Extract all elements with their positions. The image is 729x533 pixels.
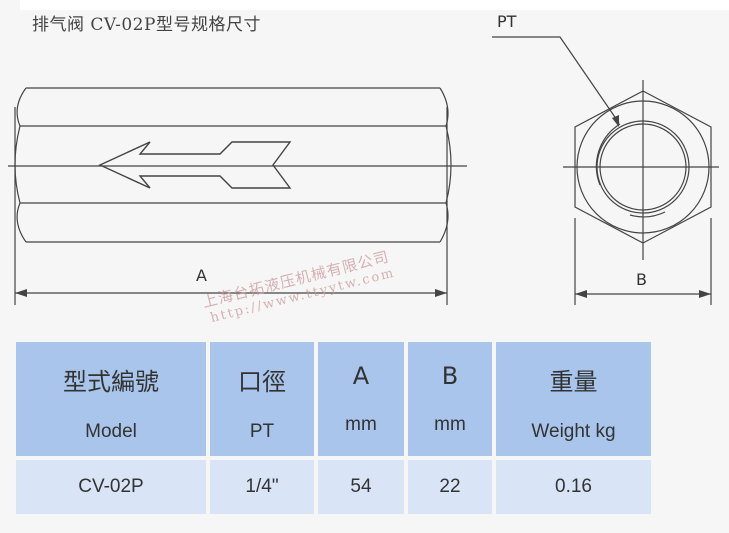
leader-arrowhead-icon	[612, 115, 619, 127]
dimension-arrowhead-right-icon	[435, 289, 447, 297]
column-header-en: Model	[85, 421, 137, 442]
end-view	[492, 36, 719, 305]
page-title: 排气阀 CV-02P型号规格尺寸	[32, 15, 261, 35]
column-header-en: Weight kg	[531, 421, 616, 442]
technical-drawing	[8, 36, 719, 305]
thread-callout-label: PT	[497, 12, 517, 31]
column-header-b: B mm	[408, 342, 492, 456]
dimension-arrowhead-left-icon	[15, 289, 27, 297]
cell-port: 1/4"	[210, 460, 314, 514]
column-header-weight: 重量 Weight kg	[496, 342, 651, 456]
column-header-en: mm	[345, 414, 377, 435]
column-header-port: 口徑 PT	[210, 342, 314, 456]
column-header-cn: 口徑	[238, 368, 286, 396]
cell-weight: 0.16	[496, 460, 651, 514]
cell-model: CV-02P	[16, 460, 206, 514]
column-header-model: 型式編號 Model	[16, 342, 206, 456]
spec-table: 型式編號 Model 口徑 PT A mm B mm 重量 Weight kg …	[12, 338, 655, 518]
column-header-cn: B	[441, 362, 459, 390]
column-header-en: PT	[249, 421, 275, 442]
dimension-arrowhead-left-icon	[575, 290, 587, 298]
table-row: CV-02P 1/4" 54 22 0.16	[16, 460, 651, 514]
side-view	[8, 87, 467, 305]
column-header-a: A mm	[318, 342, 404, 456]
column-header-cn: A	[352, 362, 370, 390]
column-header-cn: 重量	[549, 368, 598, 396]
dimension-a-label: A	[196, 266, 207, 285]
dimension-arrowhead-right-icon	[699, 290, 711, 298]
table-header-row: 型式編號 Model 口徑 PT A mm B mm 重量 Weight kg	[16, 342, 651, 456]
cell-b: 22	[408, 460, 492, 514]
top-strip	[20, 0, 729, 10]
column-header-cn: 型式編號	[63, 368, 159, 396]
dimension-b-label: B	[636, 270, 647, 289]
cell-a: 54	[318, 460, 404, 514]
flow-direction-arrow-icon	[98, 141, 292, 189]
column-header-en: mm	[434, 414, 466, 435]
